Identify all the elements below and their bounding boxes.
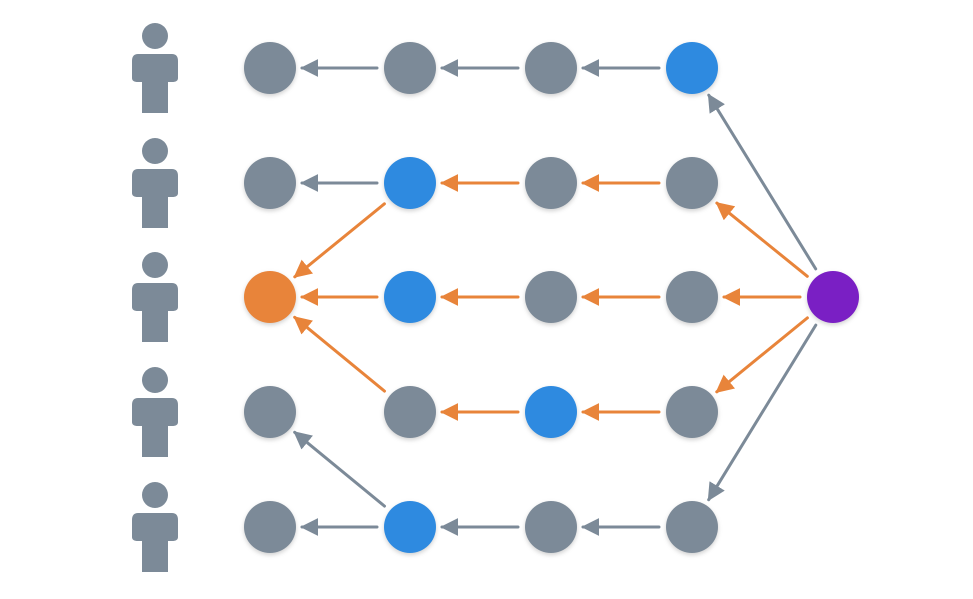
node-r1c1 bbox=[244, 42, 296, 94]
person-icon bbox=[132, 23, 178, 113]
edges-layer bbox=[293, 59, 818, 536]
node-r4c3 bbox=[525, 386, 577, 438]
node-r3c2 bbox=[384, 271, 436, 323]
node-r5c1 bbox=[244, 501, 296, 553]
node-r4c2 bbox=[384, 386, 436, 438]
node-r2c3 bbox=[525, 157, 577, 209]
node-r4c4 bbox=[666, 386, 718, 438]
person-icon bbox=[132, 482, 178, 572]
people-column bbox=[132, 23, 178, 572]
node-r3c5 bbox=[807, 271, 859, 323]
node-r1c3 bbox=[525, 42, 577, 94]
person-icon bbox=[132, 138, 178, 228]
node-r3c1 bbox=[244, 271, 296, 323]
edge-r2c2-to-r3c1 bbox=[293, 202, 386, 279]
node-r2c2 bbox=[384, 157, 436, 209]
edge-r3c5-to-r5c4 bbox=[707, 323, 818, 502]
edge-r5c2-to-r4c1 bbox=[293, 430, 386, 508]
node-r1c4 bbox=[666, 42, 718, 94]
node-r5c2 bbox=[384, 501, 436, 553]
nodes-layer bbox=[244, 42, 859, 553]
edge-r3c5-to-r2c4 bbox=[715, 201, 809, 278]
node-r1c2 bbox=[384, 42, 436, 94]
node-r3c3 bbox=[525, 271, 577, 323]
edge-r4c2-to-r3c1 bbox=[293, 315, 386, 393]
node-r2c4 bbox=[666, 157, 718, 209]
person-icon bbox=[132, 367, 178, 457]
node-r2c1 bbox=[244, 157, 296, 209]
edge-r3c5-to-r1c4 bbox=[707, 93, 818, 271]
edge-r3c5-to-r4c4 bbox=[715, 316, 809, 394]
node-r4c1 bbox=[244, 386, 296, 438]
node-r3c4 bbox=[666, 271, 718, 323]
person-icon bbox=[132, 252, 178, 342]
node-r5c4 bbox=[666, 501, 718, 553]
node-r5c3 bbox=[525, 501, 577, 553]
